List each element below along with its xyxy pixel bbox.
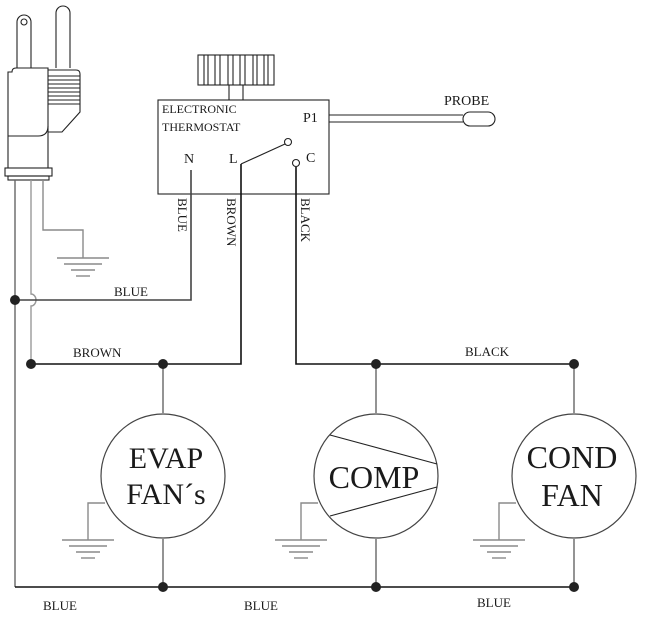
thermostat-knob-icon [197, 54, 275, 100]
junction-dot [371, 582, 381, 592]
cond-fan-label-2: FAN [541, 477, 603, 513]
wire-label-blue-n: BLUE [175, 198, 190, 232]
junction-dot [10, 295, 20, 305]
compressor-label: COMP [329, 459, 420, 495]
ground-icon [57, 257, 109, 277]
junction-dots [10, 295, 579, 592]
brown-cord-wire [30, 180, 37, 364]
relay-switch-icon [240, 137, 301, 168]
wire-label-blue-bottom-mid: BLUE [244, 598, 278, 613]
power-plug-icon [4, 5, 81, 181]
junction-dot [371, 359, 381, 369]
probe-label: PROBE [444, 94, 489, 109]
brown-line-wire [31, 164, 242, 365]
evap-fan-component: EVAP FAN´s [62, 413, 226, 559]
wire-label-brown-l: BROWN [224, 198, 239, 247]
wire-label-blue-bottom-right: BLUE [477, 595, 511, 610]
junction-dot [569, 359, 579, 369]
junction-dot [569, 582, 579, 592]
wire-label-blue-bottom-left: BLUE [43, 598, 77, 613]
earth-cord-wire [42, 180, 84, 258]
wire-label-black-c: BLACK [298, 198, 313, 243]
terminal-n-label: N [184, 152, 194, 167]
junction-dot [158, 582, 168, 592]
probe-icon [329, 111, 496, 127]
wire-label-brown-bus: BROWN [73, 345, 122, 360]
thermostat-box [157, 99, 330, 195]
junction-dot [158, 359, 168, 369]
thermostat-title-1: ELECTRONIC [162, 102, 237, 116]
probe-port-label: P1 [303, 111, 318, 126]
blue-neutral-wire [15, 170, 192, 301]
terminal-l-label: L [229, 152, 238, 167]
junction-dot [26, 359, 36, 369]
cond-fan-label-1: COND [527, 439, 618, 475]
evap-fan-label-2: FAN´s [126, 478, 205, 511]
wire-label-black-bus: BLACK [465, 344, 510, 359]
black-switched-wire [295, 167, 574, 365]
thermostat-title-2: THERMOSTAT [162, 120, 241, 134]
wire-label-blue-top: BLUE [114, 284, 148, 299]
evap-fan-label-1: EVAP [129, 442, 203, 475]
terminal-c-label: C [306, 151, 315, 166]
compressor-component: COMP [275, 413, 439, 559]
cond-fan-component: COND FAN [473, 413, 637, 559]
